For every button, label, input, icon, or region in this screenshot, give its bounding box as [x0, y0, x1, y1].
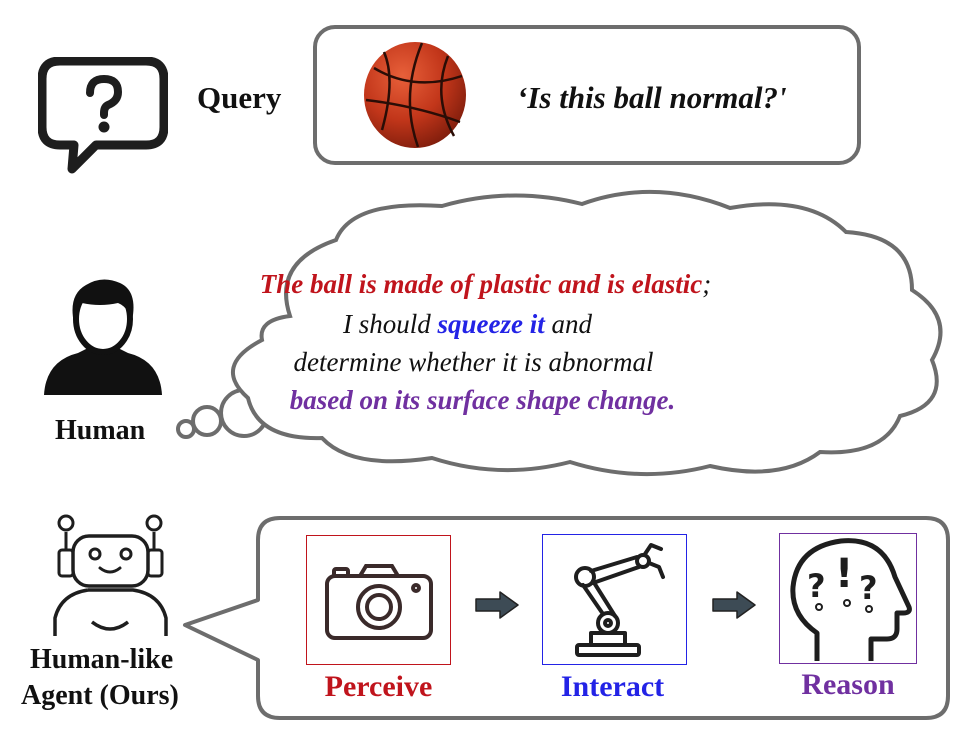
thought-red-text: The ball is made of plastic and is elast… [259, 269, 703, 299]
camera-icon [324, 562, 434, 642]
robot-icon [48, 512, 173, 640]
agent-label-line1: Human-like [30, 644, 174, 675]
thought-blue-text: squeeze it [437, 309, 545, 339]
thought-post-text: and [544, 309, 593, 339]
person-icon [40, 277, 166, 395]
reason-box: ? ! ? [779, 533, 917, 664]
thought-line-3: determine whether it is abnormal [293, 347, 654, 377]
thought-pre-text: I should [343, 309, 438, 339]
query-text: ‘Is this ball normal?' [517, 80, 787, 115]
svg-text:?: ? [807, 567, 826, 605]
question-bubble-icon [37, 56, 169, 177]
svg-text:?: ? [859, 569, 878, 607]
reason-label: Reason [801, 668, 895, 701]
arrow-right-icon [474, 591, 520, 619]
perceive-box [306, 535, 451, 665]
query-label: Query [197, 80, 282, 115]
interact-label: Interact [560, 670, 665, 703]
thought-line-1: The ball is made of plastic and is elast… [0, 269, 971, 300]
arrow-right-icon [711, 591, 757, 619]
interact-box [542, 534, 687, 665]
thought-semicolon: ; [702, 269, 712, 299]
svg-text:!: ! [835, 551, 853, 597]
perceive-label: Perceive [324, 670, 433, 703]
robot-arm-icon [563, 541, 669, 659]
agent-label-line2: Agent (Ours) [21, 680, 179, 711]
basketball-image [362, 40, 468, 150]
human-label: Human [55, 415, 146, 446]
thought-line-2: I should squeeze it and [0, 309, 953, 340]
thought-line-4: based on its surface shape change. [289, 385, 676, 415]
thinking-head-icon: ? ! ? [785, 537, 913, 661]
